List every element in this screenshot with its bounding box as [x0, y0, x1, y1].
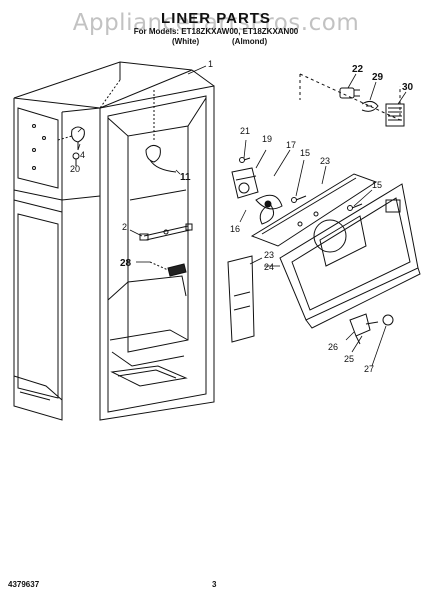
label-part-27: 27	[364, 364, 374, 374]
label-part-15a: 15	[300, 148, 310, 158]
leader-lines	[77, 65, 407, 367]
label-part-19: 19	[262, 134, 272, 144]
model-numbers: For Models: ET18ZKXAW00, ET18ZKXAN00	[133, 27, 299, 36]
label-part-23-lower: 23	[264, 250, 274, 260]
part-2-harness	[139, 223, 193, 241]
label-part-26: 26	[328, 342, 338, 352]
label-part-30: 30	[402, 82, 414, 93]
label-part-24: 24	[264, 262, 274, 272]
label-part-2: 2	[122, 222, 127, 232]
watermark: AppliancePartsPros.com	[72, 10, 360, 36]
label-part-28: 28	[120, 258, 132, 269]
evaporator-cover	[227, 157, 421, 345]
label-part-22: 22	[352, 64, 364, 75]
label-part-23: 23	[320, 156, 330, 166]
diagram-title: LINER PARTS	[161, 10, 271, 27]
color-almond: (Almond)	[232, 37, 268, 46]
label-part-17: 17	[286, 140, 296, 150]
label-part-25a: 25	[344, 354, 354, 364]
liner-cabinet	[13, 61, 215, 421]
part-28-clip	[149, 261, 187, 277]
label-part-21: 21	[240, 126, 250, 136]
label-part-4: 4	[80, 150, 85, 160]
label-part-29: 29	[372, 72, 384, 83]
label-part-11: 11	[180, 172, 191, 183]
document-number: 4379637	[8, 580, 40, 589]
control-parts	[299, 73, 405, 127]
side-fasteners	[57, 126, 85, 166]
color-white: (White)	[172, 37, 200, 46]
label-part-16: 16	[230, 224, 240, 234]
page-number: 3	[212, 580, 217, 589]
label-part-1: 1	[208, 59, 213, 69]
label-part-20: 20	[70, 164, 80, 174]
part-labels: 1 4 20 11 2 28 21 19 17 15 23 15 16 23 2…	[70, 59, 414, 374]
label-part-15b: 15	[372, 180, 382, 190]
part-11-assembly	[145, 90, 177, 173]
